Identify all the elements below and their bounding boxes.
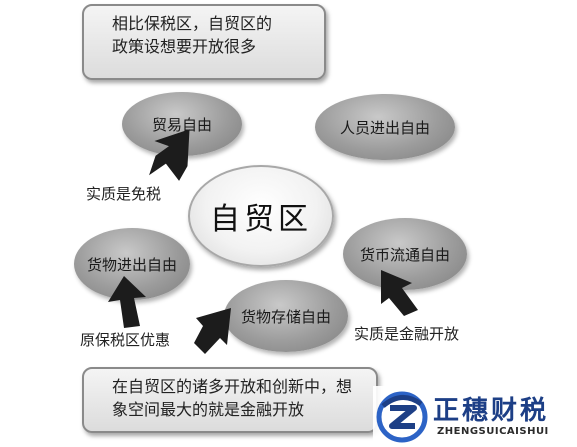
node-goods-in-out-label: 货物进出自由 bbox=[86, 255, 177, 274]
node-trade-freedom-label: 贸易自由 bbox=[151, 115, 212, 134]
note-tax-free: 实质是免税 bbox=[86, 185, 162, 203]
node-personnel-freedom-label: 人员进出自由 bbox=[339, 118, 430, 137]
bottom-callout-line-1: 在自贸区的诸多开放和创新中，想 bbox=[112, 377, 353, 396]
note-financial-open: 实质是金融开放 bbox=[354, 325, 460, 343]
node-goods-storage-freedom: 货物存储自由 bbox=[224, 280, 348, 352]
node-currency-label: 货币流通自由 bbox=[359, 245, 450, 264]
top-callout-box: 相比保税区，自贸区的 政策设想要开放很多 bbox=[82, 4, 326, 80]
brand-mark-icon bbox=[376, 391, 428, 443]
top-callout-line-2: 政策设想要开放很多 bbox=[112, 37, 257, 56]
top-callout-line-1: 相比保税区，自贸区的 bbox=[112, 14, 273, 33]
center-free-trade-zone: 自贸区 bbox=[188, 165, 334, 267]
watermark-logo: 正穗财税 ZHENGSUICAISHUI bbox=[373, 386, 577, 447]
node-currency-freedom: 货币流通自由 bbox=[343, 218, 467, 290]
watermark-subtitle: ZHENGSUICAISHUI bbox=[437, 426, 549, 437]
node-goods-storage-label: 货物存储自由 bbox=[240, 307, 331, 326]
note-bonded-benefit: 原保税区优惠 bbox=[80, 331, 171, 349]
bottom-callout-line-2: 象空间最大的就是金融开放 bbox=[112, 400, 305, 419]
watermark-title: 正穗财税 bbox=[433, 396, 550, 426]
center-label: 自贸区 bbox=[210, 202, 312, 237]
node-personnel-freedom: 人员进出自由 bbox=[315, 94, 455, 160]
bottom-callout-box: 在自贸区的诸多开放和创新中，想 象空间最大的就是金融开放 bbox=[82, 367, 378, 433]
